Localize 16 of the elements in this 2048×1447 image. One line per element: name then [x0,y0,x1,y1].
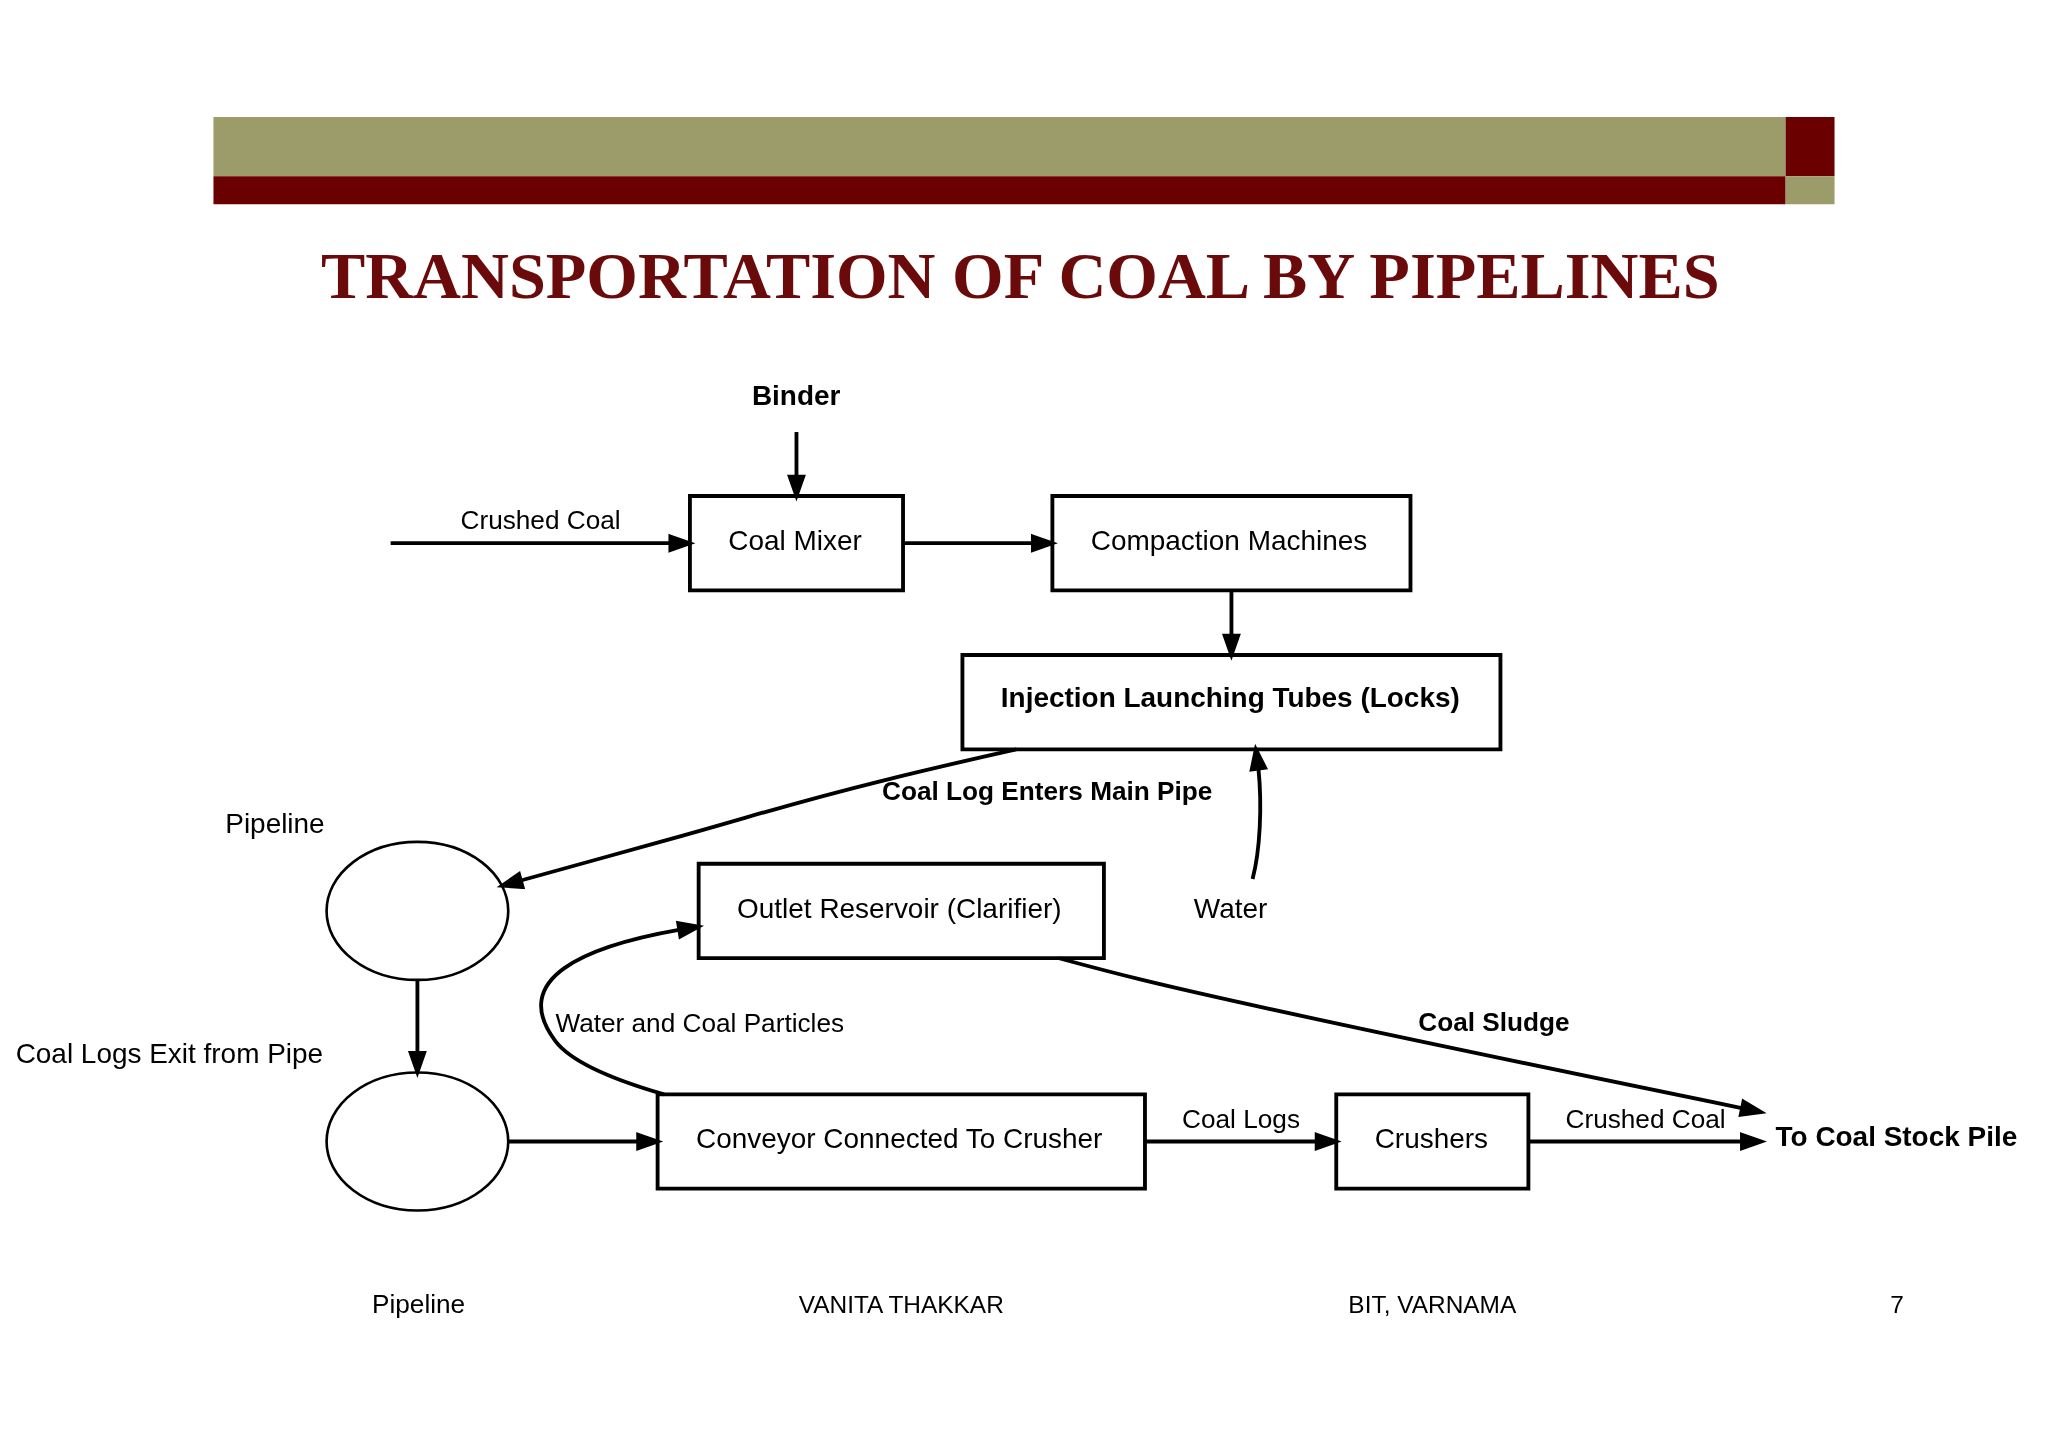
edge-label: Coal Log Enters Main Pipe [882,775,1213,806]
edge-label: Coal Logs [1182,1103,1301,1134]
node-text: Binder [751,379,841,411]
edge-label: Crushed Coal [1565,1103,1726,1134]
node-text: To Coal Stock Pile [1775,1120,2018,1152]
node-label: Coal Logs Exit from Pipe [15,1037,324,1069]
node-label: Pipeline [225,807,325,839]
node-text: Water [1193,892,1268,924]
label: BIT, VARNAMA [1348,1290,1517,1318]
diagram-title: TRANSPORTATION OF COAL BY PIPELINES [320,238,1720,312]
edge-label: Water and Coal Particles [555,1007,845,1038]
node-label: Pipeline [371,1288,466,1319]
label: VANITA THAKKAR [798,1290,1004,1318]
label: 7 [1890,1290,1904,1318]
edge-label: Coal Sludge [1418,1006,1570,1037]
edge-label: Crushed Coal [460,504,621,535]
